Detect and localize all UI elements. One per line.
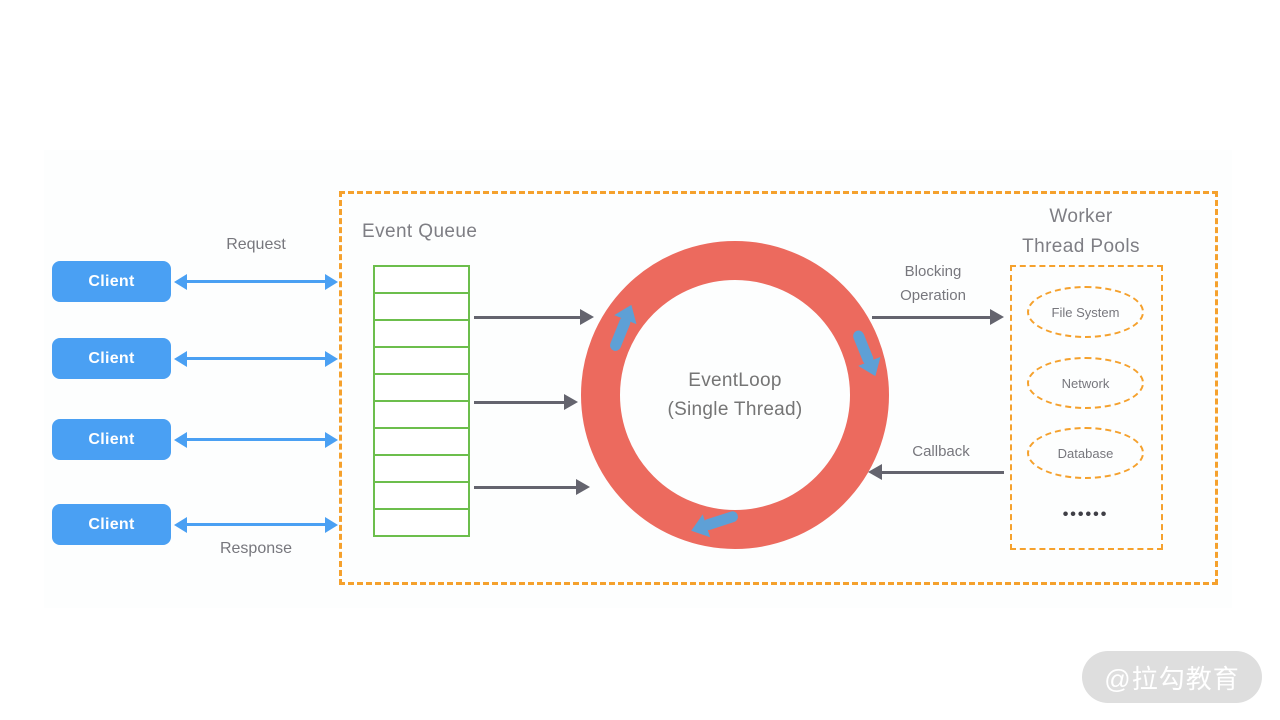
arrow-head-right-icon xyxy=(325,273,338,290)
blocking-operation-label-line1: Blocking xyxy=(904,263,962,280)
pool-label: Network xyxy=(1061,375,1110,391)
request-response-arrow xyxy=(174,431,338,448)
watermark-text: @拉勾教育 xyxy=(1104,663,1240,694)
queue-slot xyxy=(373,400,470,429)
queue-slot xyxy=(373,427,470,456)
callback-label: Callback xyxy=(912,443,970,460)
worker-pool-box xyxy=(1010,265,1163,550)
request-response-arrow xyxy=(174,350,338,367)
worker-title-line2: Thread Pools xyxy=(1022,236,1140,257)
request-response-arrow xyxy=(174,516,338,533)
arrow-head-left-icon xyxy=(174,431,187,448)
arrow-head-left-icon xyxy=(174,273,187,290)
arrow-head-left-icon xyxy=(174,350,187,367)
event-queue-stack xyxy=(373,265,470,537)
arrow-head-icon xyxy=(990,309,1004,325)
more-pools-ellipsis: •••••• xyxy=(1062,506,1109,523)
arrow-head-right-icon xyxy=(325,350,338,367)
client-label: Client xyxy=(88,515,135,533)
event-loop-line1: EventLoop xyxy=(688,370,782,391)
arrow-head-icon xyxy=(564,394,578,410)
arrow-head-left-icon xyxy=(174,516,187,533)
arrow-shaft xyxy=(184,280,328,283)
queue-slot xyxy=(373,265,470,294)
arrow-shaft xyxy=(184,438,328,441)
event-loop-line2: (Single Thread) xyxy=(667,399,803,420)
request-label: Request xyxy=(226,236,286,253)
callback-arrow xyxy=(868,464,1004,480)
pool-label: Database xyxy=(1057,445,1114,461)
queue-slot xyxy=(373,319,470,348)
arrow-shaft xyxy=(474,485,580,489)
watermark-badge: @拉勾教育 xyxy=(1082,651,1262,703)
queue-slot xyxy=(373,346,470,375)
queue-slot xyxy=(373,481,470,510)
queue-slot xyxy=(373,454,470,483)
queue-slot xyxy=(373,508,470,537)
arrow-head-icon xyxy=(868,464,882,480)
node-process-boundary xyxy=(339,191,1218,585)
queue-to-loop-arrow xyxy=(474,394,578,410)
worker-title-line1: Worker xyxy=(1049,206,1113,227)
pool-network: Network xyxy=(1027,357,1144,409)
queue-slot xyxy=(373,373,470,402)
event-queue-title: Event Queue xyxy=(362,221,478,242)
arrow-shaft xyxy=(878,470,1004,474)
client-box: Client xyxy=(52,419,171,460)
arrow-shaft xyxy=(474,315,584,319)
arrow-head-right-icon xyxy=(325,431,338,448)
blocking-operation-label-line2: Operation xyxy=(900,287,966,304)
arrow-shaft xyxy=(701,510,740,532)
queue-slot xyxy=(373,292,470,321)
client-box: Client xyxy=(52,338,171,379)
client-box: Client xyxy=(52,261,171,302)
blocking-operation-arrow xyxy=(872,309,1004,325)
pool-database: Database xyxy=(1027,427,1144,479)
arrow-head-right-icon xyxy=(325,516,338,533)
event-loop-label: EventLoop (Single Thread) xyxy=(635,366,835,424)
request-response-arrow xyxy=(174,273,338,290)
client-box: Client xyxy=(52,504,171,545)
arrow-shaft xyxy=(474,400,568,404)
arrow-shaft xyxy=(184,523,328,526)
arrow-shaft xyxy=(872,315,994,319)
client-label: Client xyxy=(88,430,135,448)
client-label: Client xyxy=(88,272,135,290)
response-label: Response xyxy=(219,540,293,557)
client-label: Client xyxy=(88,349,135,367)
queue-to-loop-arrow xyxy=(474,309,594,325)
arrow-head-icon xyxy=(576,479,590,495)
queue-to-loop-arrow xyxy=(474,479,590,495)
arrow-shaft xyxy=(184,357,328,360)
pool-label: File System xyxy=(1051,304,1120,320)
pool-file-system: File System xyxy=(1027,286,1144,338)
arrow-head-icon xyxy=(580,309,594,325)
